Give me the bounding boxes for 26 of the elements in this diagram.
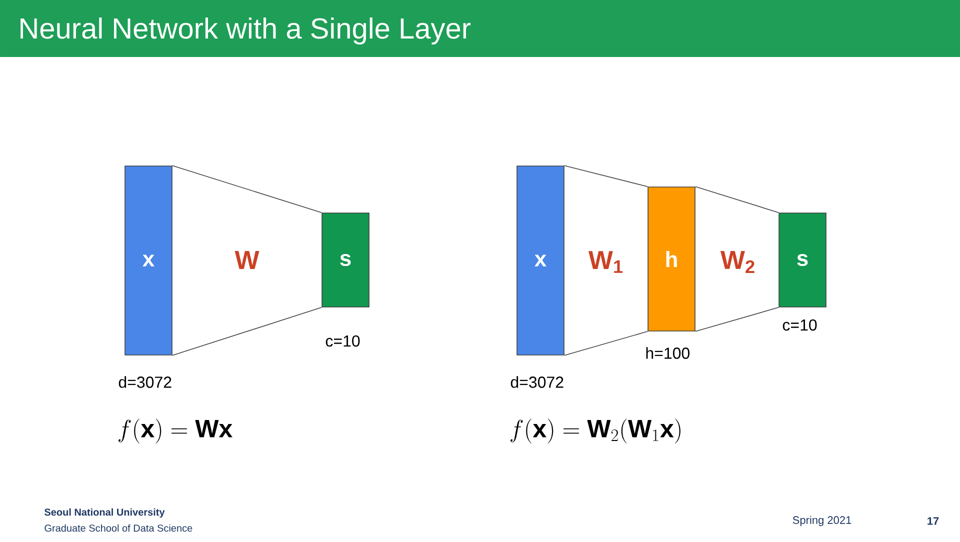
layer-bar: s <box>322 212 370 308</box>
layer-bar: h <box>648 186 696 332</box>
university-name: Seoul National University <box>44 508 165 518</box>
layer-bar: s <box>778 212 826 308</box>
footer-date: Spring 2021 <box>792 516 852 526</box>
layer-bar: x <box>124 166 172 356</box>
size-label: c=10 <box>782 319 817 331</box>
slide-title: Neural Network with a Single Layer <box>20 17 471 45</box>
size-label: c=10 <box>326 335 360 347</box>
connector-line <box>564 331 648 356</box>
weight-label: W$_{2}$ <box>720 250 754 274</box>
weight-label: W$_{1}$ <box>588 251 623 273</box>
connector-line <box>172 307 322 356</box>
connector-line <box>695 307 779 332</box>
size-label: d=3072 <box>118 376 172 388</box>
connector-line <box>172 165 322 213</box>
size-label: h=100 <box>646 347 690 359</box>
size-label: d=3072 <box>510 376 564 388</box>
layer-bar: x <box>516 166 564 356</box>
connector-line <box>695 186 779 213</box>
formula: $f(\mathbf{x}) = \mathbf{W}_2(\mathbf{W}_1\mathbf{x})$ <box>510 418 680 444</box>
connector-line <box>564 165 648 187</box>
school-name: Graduate School of Data Science <box>44 524 192 532</box>
page-number: 17 <box>928 517 939 525</box>
formula: $f(\mathbf{x}) = \mathbf{W}\mathbf{x}$ <box>118 418 232 444</box>
weight-label: W <box>234 251 260 269</box>
